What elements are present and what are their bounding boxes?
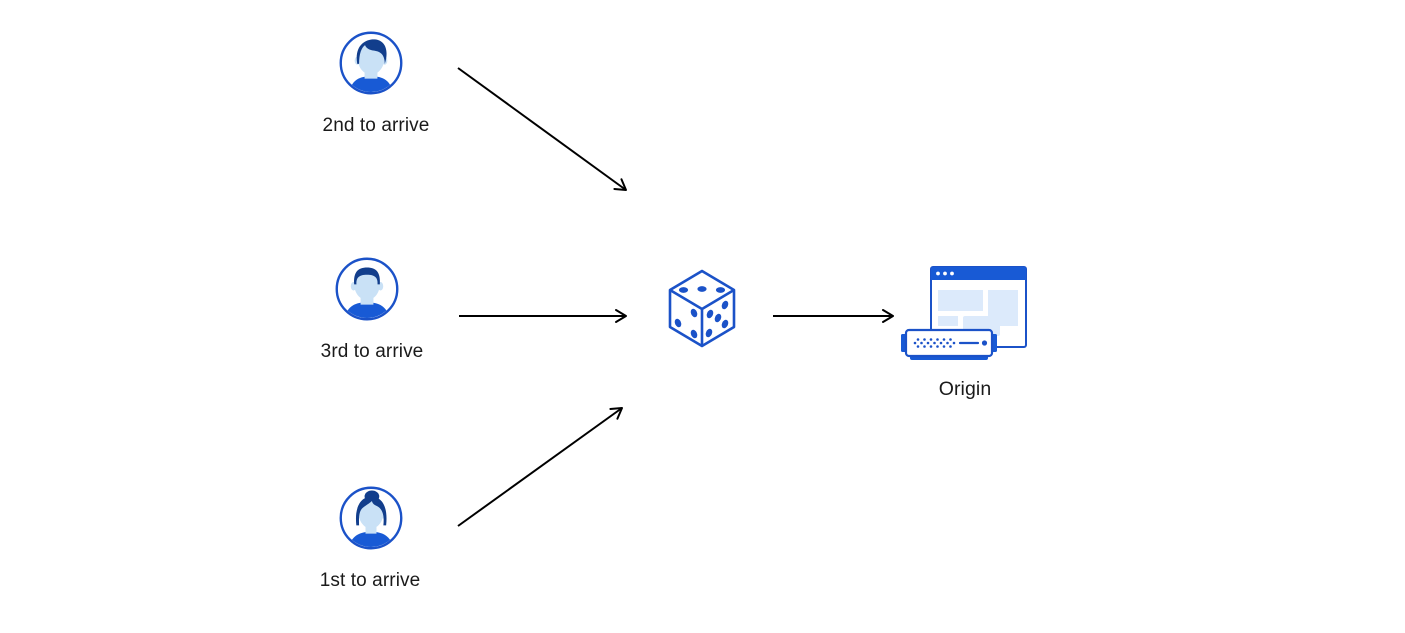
visitor-third-node [334,256,400,322]
browser-panel [938,290,983,311]
visitor-first-label: 1st to arrive [319,570,421,591]
avatar-hair [355,496,387,526]
visitor-second-label: 2nd to arrive [322,115,430,136]
origin-label: Origin [938,378,992,400]
avatar-face [354,269,380,300]
avatar-hair [356,39,387,64]
browser-titlebar [931,267,1026,280]
arrow-visitor-second-to-dice [457,67,627,191]
origin-server-icon [901,266,1027,360]
server-vent-dots [913,338,956,348]
visitor-first-node [338,485,404,551]
dice-icon [668,269,736,348]
visitor-third-label: 3rd to arrive [320,341,424,362]
arrow-visitor-first-to-dice [457,407,623,527]
server-led [981,340,988,346]
user-avatar-female-icon [339,486,403,550]
browser-window-icon [930,266,1027,348]
origin-node [898,258,1030,364]
selector-node [667,268,737,348]
server-body [904,328,994,358]
browser-panel [938,316,958,326]
server-icon [901,328,997,360]
dice-inner-edges [669,288,735,346]
visitor-second-node [338,30,404,96]
user-avatar-male-icon [339,31,403,95]
avatar-hair [354,267,380,285]
user-avatar-male-icon [335,257,399,321]
